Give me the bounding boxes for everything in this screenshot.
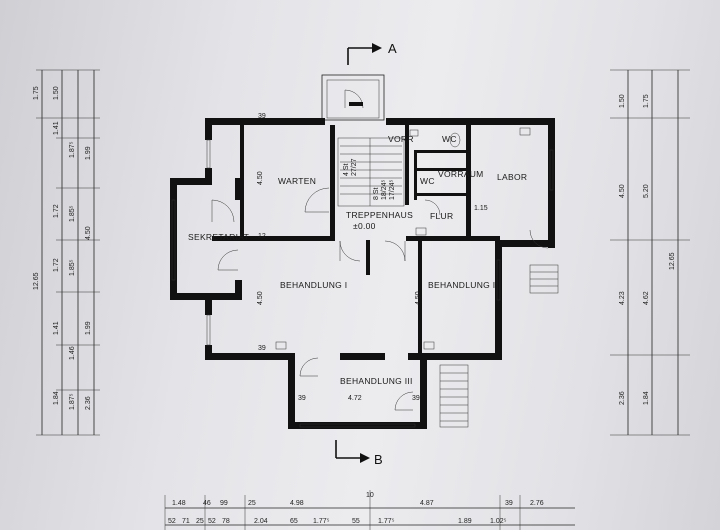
stair-note: 27/27 bbox=[351, 158, 358, 176]
dim-bottom2: 1.77⁵ bbox=[378, 518, 395, 525]
room-wc-2: WC bbox=[420, 176, 435, 186]
door-swings bbox=[211, 187, 549, 411]
dim-right: 12.65 bbox=[669, 252, 676, 270]
dim-inner: 4.50 bbox=[415, 291, 422, 305]
dim-left-1-75: 1.75 bbox=[33, 86, 40, 100]
dim-bottom: 39 bbox=[505, 500, 513, 507]
dim-bottom: 4.98 bbox=[290, 500, 304, 507]
interior-walls bbox=[212, 125, 500, 353]
stair-note: 8 St bbox=[373, 187, 380, 200]
dim-left: 1.87⁵ bbox=[69, 141, 76, 158]
stair-note: 17/24⁵ bbox=[389, 179, 396, 200]
dim-inner: 39 bbox=[412, 395, 420, 402]
dim-bottom: 10 bbox=[366, 492, 374, 499]
section-marker-a: A bbox=[347, 41, 397, 65]
dim-right: 1.75 bbox=[643, 94, 650, 108]
bottom-dimension-chain: 1.48 46 99 25 4.98 10 4.87 39 2.76 52 71… bbox=[164, 490, 575, 530]
dim-bottom: 4.87 bbox=[420, 500, 434, 507]
right-dimension-chain: 1.50 1.75 4.50 5.20 4.23 4.62 12.65 2.36… bbox=[610, 69, 690, 436]
dim-left: 1.72 bbox=[53, 258, 60, 272]
dim-left: 1.46 bbox=[69, 346, 76, 360]
dim-right: 2.36 bbox=[619, 391, 626, 405]
dim-bottom2: 71 bbox=[182, 518, 190, 525]
dim-left: 4.50 bbox=[85, 226, 92, 240]
dim-left-12-65: 12.65 bbox=[33, 272, 40, 290]
dim-left: 1.41 bbox=[53, 321, 60, 335]
dim-bottom: 46 bbox=[203, 500, 211, 507]
dim-bottom2: 1.89 bbox=[458, 518, 472, 525]
section-b-label: B bbox=[374, 452, 383, 467]
room-treppenhaus: TREPPENHAUS bbox=[346, 210, 413, 220]
dim-bottom2: 65 bbox=[290, 518, 298, 525]
room-vorraum: VORRAUM bbox=[438, 169, 484, 179]
room-behandlung-1: BEHANDLUNG I bbox=[280, 280, 347, 290]
section-a-label: A bbox=[388, 41, 397, 56]
dim-left: 1.99 bbox=[85, 321, 92, 335]
stair-note: 18/24⁵ bbox=[381, 179, 388, 200]
dim-bottom2: 1.77⁵ bbox=[313, 518, 330, 525]
dim-right: 1.84 bbox=[643, 391, 650, 405]
dim-inner: 39 bbox=[298, 395, 306, 402]
dim-bottom2: 78 bbox=[222, 518, 230, 525]
dim-left: 1.99 bbox=[85, 146, 92, 160]
dim-right: 5.20 bbox=[643, 184, 650, 198]
room-behandlung-3: BEHANDLUNG III bbox=[340, 376, 413, 386]
dim-right: 4.23 bbox=[619, 291, 626, 305]
window-lines bbox=[171, 139, 554, 428]
dim-left: 1.85⁵ bbox=[69, 205, 76, 222]
dim-bottom: 2.76 bbox=[530, 500, 544, 507]
dim-right: 4.50 bbox=[619, 184, 626, 198]
dim-bottom2: 52 bbox=[208, 518, 216, 525]
left-dimension-chain: 1.75 12.65 1.50 1.41 1.87⁵ 1.99 1.72 1.8… bbox=[33, 69, 100, 436]
dim-inner: 39 bbox=[258, 113, 266, 120]
dim-inner: 4.50 bbox=[257, 171, 264, 185]
room-behandlung-2: BEHANDLUNG II bbox=[428, 280, 498, 290]
dim-inner: 4.50 bbox=[257, 291, 264, 305]
staircase bbox=[337, 137, 559, 428]
dim-left: 1.41 bbox=[53, 121, 60, 135]
dim-inner: 39 bbox=[258, 345, 266, 352]
exterior-walls bbox=[170, 118, 555, 429]
section-marker-b: B bbox=[335, 440, 383, 467]
dim-left: 1.50 bbox=[53, 86, 60, 100]
dim-bottom2: 2.04 bbox=[254, 518, 268, 525]
dim-bottom2: 25 bbox=[196, 518, 204, 525]
level-mark: ±0.00 bbox=[353, 221, 376, 231]
dim-left: 2.36 bbox=[85, 396, 92, 410]
room-vorr: VORR bbox=[388, 134, 414, 144]
dim-bottom: 99 bbox=[220, 500, 228, 507]
dim-left: 1.87⁵ bbox=[69, 393, 76, 410]
room-warten: WARTEN bbox=[278, 176, 316, 186]
entrance-porch bbox=[321, 74, 385, 121]
stair-note: 4 St bbox=[343, 163, 350, 176]
room-labor: LABOR bbox=[497, 172, 527, 182]
dim-left: 1.84 bbox=[53, 391, 60, 405]
room-wc-1: WC bbox=[442, 134, 457, 144]
dim-bottom: 25 bbox=[248, 500, 256, 507]
dim-bottom2: 55 bbox=[352, 518, 360, 525]
dim-bottom: 1.48 bbox=[172, 500, 186, 507]
dim-right: 4.62 bbox=[643, 291, 650, 305]
dim-right: 1.50 bbox=[619, 94, 626, 108]
room-sekretariat: SEKRETARIAT bbox=[188, 232, 249, 242]
dim-left: 1.72 bbox=[53, 204, 60, 218]
sink-fixtures bbox=[275, 127, 531, 350]
room-flur: FLUR bbox=[430, 211, 453, 221]
dim-bottom2: 52 bbox=[168, 518, 176, 525]
dim-left: 1.85⁵ bbox=[69, 259, 76, 276]
dim-inner: 12 bbox=[258, 233, 266, 240]
dim-bottom2: 1.02⁵ bbox=[490, 518, 507, 525]
dim-inner: 1.15 bbox=[474, 205, 488, 212]
dim-inner: 4.72 bbox=[348, 395, 362, 402]
